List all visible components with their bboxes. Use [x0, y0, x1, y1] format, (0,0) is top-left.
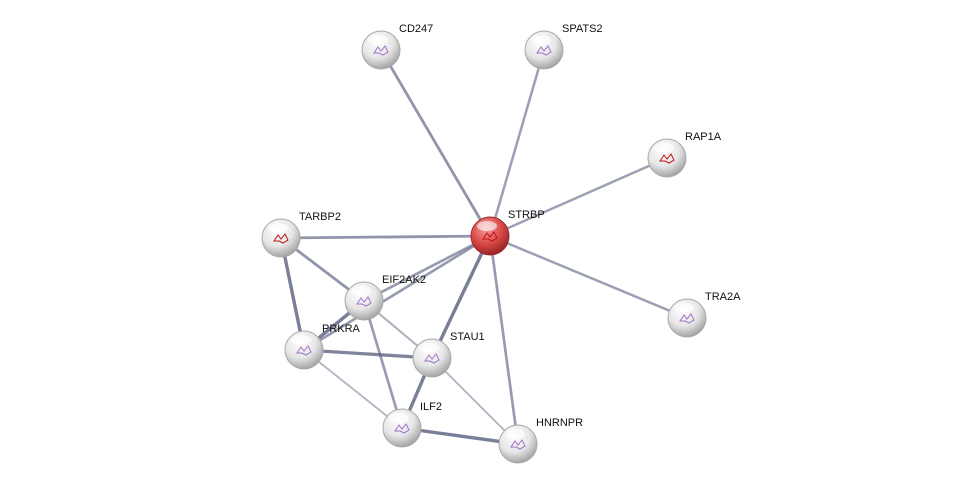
node-label: TRA2A	[705, 291, 741, 303]
node-label: EIF2AK2	[382, 274, 426, 286]
node-highlight	[351, 286, 371, 296]
node-highlight	[654, 143, 674, 153]
node-label: HNRNPR	[536, 417, 583, 429]
node-label: TARBP2	[299, 211, 341, 223]
protein-structure-icon	[394, 423, 410, 434]
protein-structure-icon	[424, 353, 440, 364]
node-strbp[interactable]: STRBP	[470, 209, 545, 256]
protein-structure-icon	[356, 296, 372, 307]
node-cd247[interactable]: CD247	[361, 23, 433, 70]
node-label: SPATS2	[562, 23, 603, 35]
node-label: RAP1A	[685, 131, 722, 143]
edge-strbp-cd247[interactable]	[379, 49, 492, 237]
node-rap1a[interactable]: RAP1A	[647, 131, 722, 178]
node-stau1[interactable]: STAU1	[412, 331, 485, 378]
protein-structure-icon	[373, 45, 389, 56]
node-eif2ak2[interactable]: EIF2AK2	[344, 274, 426, 321]
protein-structure-icon	[296, 345, 312, 356]
node-highlight	[674, 303, 694, 313]
protein-structure-icon	[659, 153, 675, 164]
edge-strbp-prkra[interactable]	[303, 234, 491, 352]
node-label: PRKRA	[322, 323, 361, 335]
edge-eif2ak2-ilf2[interactable]	[362, 300, 404, 429]
node-tarbp2[interactable]: TARBP2	[261, 211, 341, 258]
edge-strbp-eif2ak2[interactable]	[363, 234, 491, 303]
protein-structure-icon	[510, 439, 526, 450]
node-ilf2[interactable]: ILF2	[382, 401, 442, 448]
node-label: STAU1	[450, 331, 485, 343]
node-highlight	[389, 413, 409, 423]
edge-stau1-hnrnpr[interactable]	[431, 357, 519, 445]
node-label: ILF2	[420, 401, 442, 413]
node-prkra[interactable]: PRKRA	[284, 323, 361, 370]
node-highlight	[477, 221, 497, 231]
edge-prkra-stau1[interactable]	[303, 348, 433, 360]
edge-strbp-tarbp2[interactable]	[280, 234, 491, 240]
edge-strbp-stau1[interactable]	[430, 235, 492, 359]
node-label: CD247	[399, 23, 433, 35]
edge-ilf2-hnrnpr[interactable]	[401, 426, 519, 446]
protein-structure-icon	[273, 233, 289, 244]
protein-structure-icon	[679, 313, 695, 324]
edge-prkra-ilf2[interactable]	[303, 349, 403, 429]
node-highlight	[531, 35, 551, 45]
edge-strbp-rap1a[interactable]	[489, 156, 668, 238]
node-tra2a[interactable]: TRA2A	[667, 291, 741, 338]
node-hnrnpr[interactable]: HNRNPR	[498, 417, 583, 464]
edge-strbp-hnrnpr[interactable]	[488, 235, 520, 445]
edge-strbp-spats2[interactable]	[488, 49, 546, 237]
protein-structure-icon	[536, 45, 552, 56]
node-highlight	[419, 343, 439, 353]
node-highlight	[505, 429, 525, 439]
protein-structure-icon	[482, 231, 498, 242]
node-highlight	[268, 223, 288, 233]
edge-strbp-tra2a[interactable]	[489, 234, 688, 320]
node-label: STRBP	[508, 209, 545, 221]
node-highlight	[291, 335, 311, 345]
node-highlight	[368, 35, 388, 45]
node-spats2[interactable]: SPATS2	[524, 23, 603, 70]
